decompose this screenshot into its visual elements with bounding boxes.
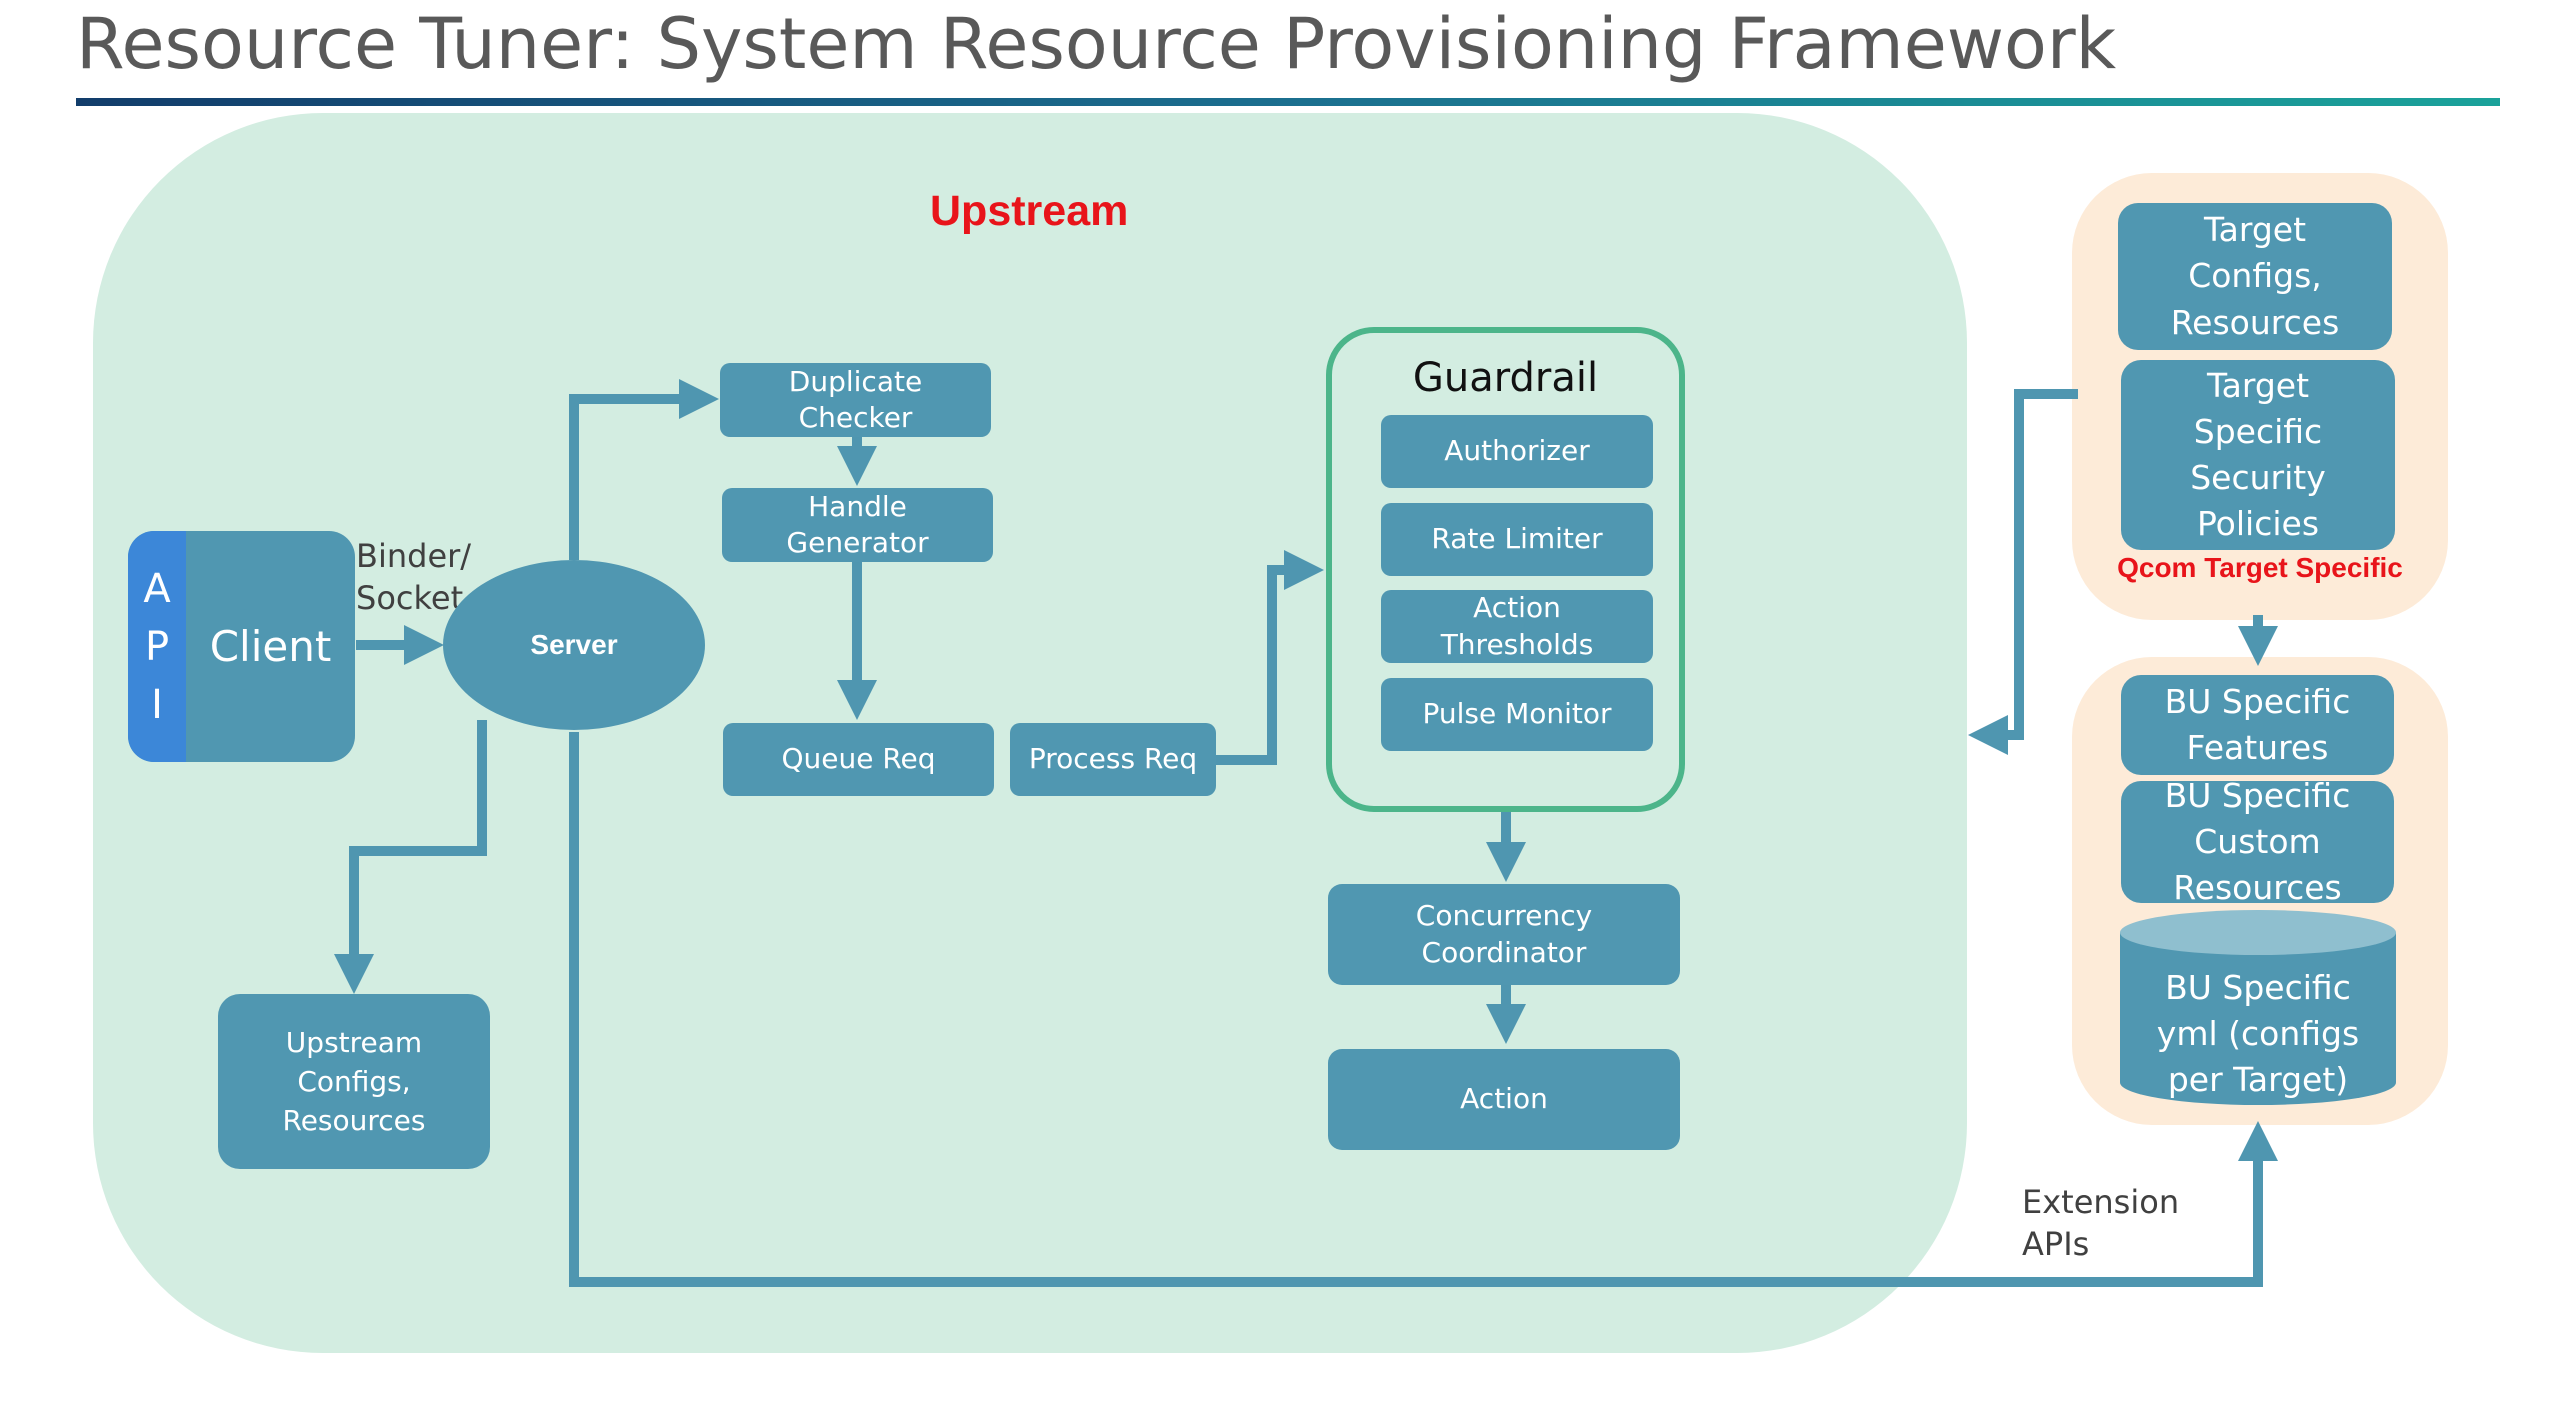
concurrency-coordinator-box: Concurrency Coordinator [1328, 884, 1680, 985]
upstream-configs-box: Upstream Configs, Resources [218, 994, 490, 1169]
action-box: Action [1328, 1049, 1680, 1150]
pulse-monitor-label: Pulse Monitor [1422, 697, 1612, 731]
qcom-target-specific-label: Qcom Target Specific [2117, 552, 2403, 583]
guardrail-title: Guardrail [1412, 355, 1599, 401]
guardrail-container [1326, 327, 1685, 812]
server-label: Server [530, 629, 618, 660]
target-security-policies-label: Target Specific Security Policies [2190, 365, 2326, 544]
action-thresholds-box: Action Thresholds [1381, 590, 1653, 663]
api-letter-a: A [143, 565, 171, 612]
bu-yml-label: BU Specific yml (configs per Target) [2156, 968, 2360, 1100]
rate-limiter-box: Rate Limiter [1381, 503, 1653, 576]
extension-apis-label: Extension APIs [2022, 1183, 2180, 1263]
handle-generator-label: Handle Generator [786, 489, 929, 559]
title-divider [76, 98, 2500, 106]
pulse-monitor-box: Pulse Monitor [1381, 678, 1653, 751]
arrow-extension-apis [569, 732, 2278, 1287]
api-letter-p: P [144, 623, 170, 670]
action-label: Action [1460, 1082, 1548, 1116]
rate-limiter-label: Rate Limiter [1431, 522, 1603, 556]
server-node: Server [443, 560, 705, 730]
bu-custom-resources-label: BU Specific Custom Resources [2164, 775, 2351, 908]
client-label: Client [209, 622, 332, 671]
process-req-box: Process Req [1010, 723, 1216, 796]
bu-yml-cylinder: BU Specific yml (configs per Target) [2120, 910, 2396, 1105]
queue-req-label: Queue Req [781, 742, 936, 776]
target-security-policies-box: Target Specific Security Policies [2121, 360, 2395, 550]
authorizer-box: Authorizer [1381, 415, 1653, 488]
bu-features-box: BU Specific Features [2121, 675, 2394, 775]
cylinder-body [2120, 932, 2396, 1082]
action-thresholds-label: Action Thresholds [1440, 591, 1594, 661]
arrow-server-to-duplicate-checker [569, 379, 720, 560]
duplicate-checker-label: Duplicate Checker [788, 364, 923, 434]
client-box: A P I Client [128, 531, 355, 762]
cylinder-top [2120, 910, 2396, 955]
arrow-target-to-upstream [1967, 389, 2078, 755]
bu-features-label: BU Specific Features [2164, 681, 2351, 767]
target-configs-box: Target Configs, Resources [2118, 203, 2392, 350]
binder-socket-label: Binder/ Socket [356, 537, 472, 617]
duplicate-checker-box: Duplicate Checker [720, 363, 991, 437]
upstream-configs-label: Upstream Configs, Resources [282, 1025, 426, 1138]
api-strip: A P I [128, 531, 186, 762]
upstream-label: Upstream [930, 187, 1129, 235]
api-letter-i: I [151, 681, 163, 728]
bu-custom-resources-box: BU Specific Custom Resources [2121, 776, 2394, 907]
arrow-server-to-upstream-configs [334, 720, 487, 995]
arrow-process-to-guardrail [1216, 550, 1325, 765]
process-req-label: Process Req [1028, 742, 1198, 776]
concurrency-coordinator-label: Concurrency Coordinator [1415, 899, 1593, 969]
handle-generator-box: Handle Generator [722, 488, 993, 562]
target-configs-label: Target Configs, Resources [2170, 210, 2340, 342]
queue-req-box: Queue Req [723, 723, 994, 796]
authorizer-label: Authorizer [1444, 434, 1590, 468]
page-title: Resource Tuner: System Resource Provisio… [76, 3, 2117, 85]
